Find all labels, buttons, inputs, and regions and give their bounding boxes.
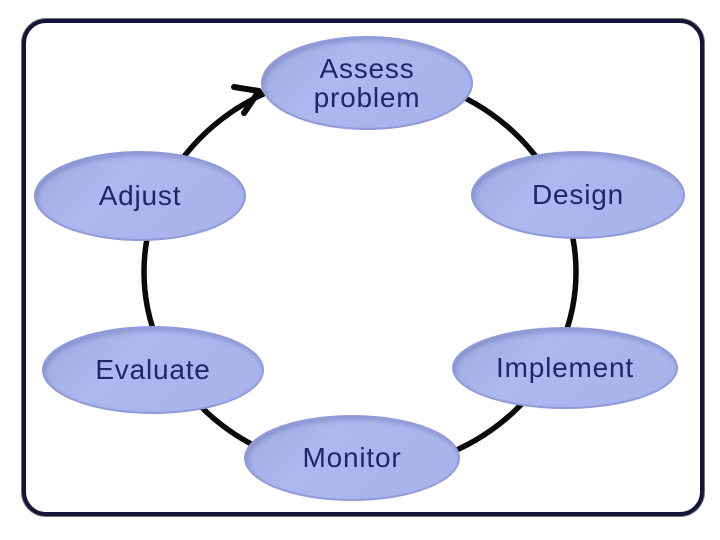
node-assess-problem: Assess problem [261,36,473,130]
node-label: Implement [496,352,634,384]
node-label: Assess problem [313,52,421,113]
node-label: Monitor [302,442,402,474]
arrowhead-icon [231,84,262,116]
node-implement: Implement [452,327,678,409]
node-design: Design [471,151,685,239]
node-adjust: Adjust [34,151,246,241]
node-evaluate: Evaluate [42,326,264,414]
node-label: Design [532,179,624,211]
node-label: Evaluate [95,354,211,386]
cycle-ring [141,70,579,474]
node-monitor: Monitor [244,415,460,501]
node-label: Adjust [98,180,182,212]
